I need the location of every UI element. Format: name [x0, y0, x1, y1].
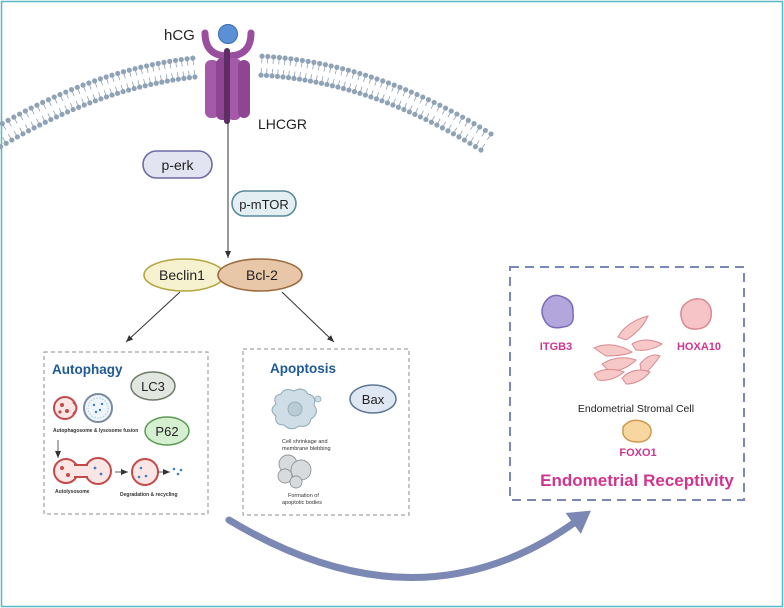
fusion-caption: Autophagosome & lysosome fusion [53, 428, 138, 434]
autolysosome-caption: Autolysosome [55, 489, 90, 495]
apoptosis-title: Apoptosis [270, 361, 336, 376]
p-erk-node [142, 150, 213, 179]
hoxa10-label: HOXA10 [677, 341, 721, 353]
p-erk-label: p-erk [162, 157, 195, 173]
foxo1-cell-icon [622, 419, 652, 443]
lc3-label: LC3 [141, 379, 165, 394]
autophagosome-fusion-icon [53, 393, 113, 423]
bax-label: Bax [362, 392, 385, 407]
beclin1-label: Beclin1 [159, 267, 205, 283]
shrinkage-caption-2: membrane blebbing [282, 446, 331, 452]
stromal-cell-label: Endometrial Stromal Cell [578, 403, 694, 415]
shrinkage-caption-1: Cell shrinkage and [282, 439, 328, 445]
p62-node [144, 416, 190, 446]
hcg-label: hCG [164, 27, 195, 44]
degradation-recycling-icon [131, 458, 183, 486]
bodies-caption-1: Formation of [288, 493, 319, 499]
stromal-cells-icon [592, 315, 663, 385]
arrow-to-apoptosis [281, 291, 335, 343]
bcl2-label: Bcl-2 [246, 267, 278, 283]
autolysosome-icon [53, 457, 112, 485]
arrow-to-autophagy [125, 291, 181, 343]
p-mtor-node [231, 190, 297, 217]
degradation-caption: Degradation & recycling [120, 492, 178, 498]
cell-shrinkage-icon [271, 388, 322, 430]
bcl2-node [217, 258, 303, 292]
p62-label: P62 [155, 424, 178, 439]
lhcgr-label: LHCGR [258, 116, 307, 132]
autophagy-title: Autophagy [52, 362, 123, 377]
lhcgr-receptor-icon [201, 29, 255, 124]
hcg-ligand-icon [218, 24, 238, 44]
foxo1-label: FOXO1 [619, 447, 656, 459]
apoptosis-box [242, 348, 410, 516]
cell-membrane [0, 53, 494, 153]
transition-arrow [225, 510, 591, 581]
itgb3-label: ITGB3 [540, 341, 572, 353]
p-mtor-label: p-mTOR [239, 197, 289, 212]
apoptotic-bodies-icon [277, 454, 312, 489]
itgb3-cell-icon [541, 294, 575, 329]
receptivity-title: Endometrial Receptivity [540, 471, 734, 490]
bodies-caption-2: apoptotic bodies [282, 500, 322, 506]
lc3-node [130, 371, 176, 401]
hoxa10-cell-icon [680, 298, 713, 330]
bax-node [349, 384, 397, 414]
